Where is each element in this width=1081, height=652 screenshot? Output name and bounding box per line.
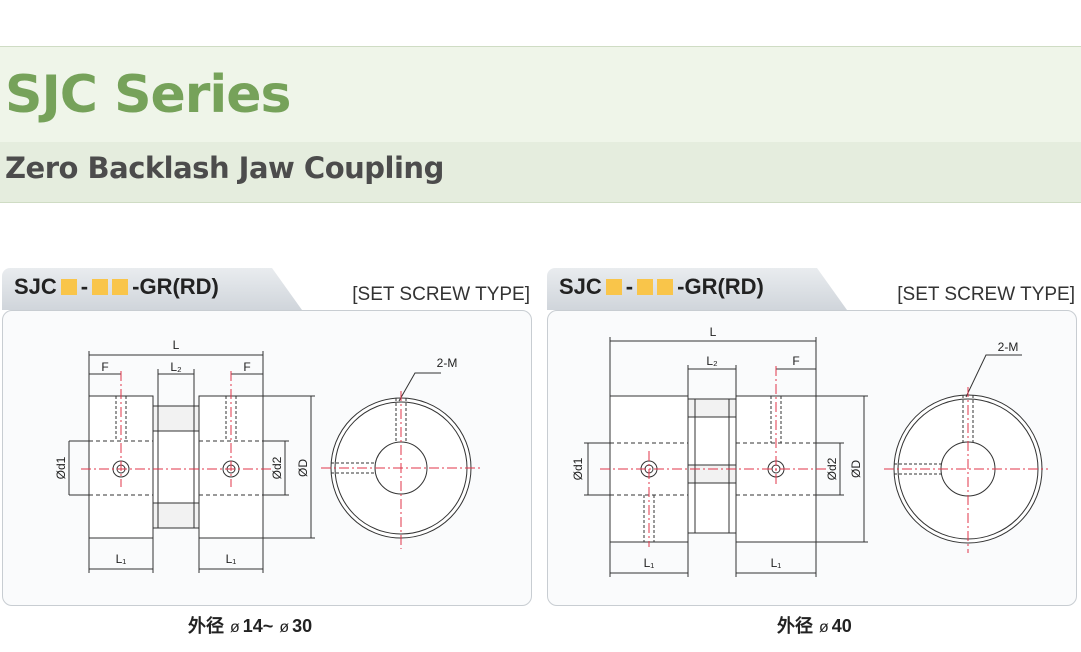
dim-d1: Ød1 bbox=[571, 457, 585, 480]
caption-prefix: 外径 bbox=[777, 616, 813, 636]
bore-placeholder-2 bbox=[657, 279, 674, 295]
dash: - bbox=[625, 274, 634, 299]
model-tab: SJC - -GR(RD) bbox=[2, 268, 302, 310]
model-suffix: -GR(RD) bbox=[677, 274, 764, 299]
caption-value: 40 bbox=[831, 616, 852, 636]
model-code: SJC - -GR(RD) bbox=[559, 274, 764, 300]
caption-value: 14~ bbox=[242, 616, 274, 636]
dim-L1-left: L₁ bbox=[644, 556, 655, 570]
bore-placeholder-1 bbox=[637, 279, 654, 295]
dim-d2: Ød2 bbox=[825, 457, 839, 480]
diameter-symbol: ø bbox=[230, 619, 240, 636]
dim-D: ØD bbox=[296, 459, 310, 477]
drawing-box: L L₂ F L₁ L₁ Ød1 Ød2 ØD 2-M bbox=[547, 310, 1077, 606]
dash: - bbox=[80, 274, 89, 299]
dim-d1: Ød1 bbox=[54, 456, 68, 479]
subtitle-banner: Zero Backlash Jaw Coupling bbox=[0, 142, 1081, 203]
model-tab: SJC - -GR(RD) bbox=[547, 268, 847, 310]
diameter-symbol: ø bbox=[819, 619, 829, 636]
coupling-drawing-14-30: L L₂ F F L₁ L₁ Ød1 Ød2 ØD 2-M bbox=[54, 338, 481, 573]
coupling-drawing-40: L L₂ F L₁ L₁ Ød1 Ød2 ØD 2-M bbox=[571, 325, 1048, 577]
size-placeholder bbox=[60, 279, 77, 295]
dim-F-right: F bbox=[243, 360, 250, 374]
dim-2M: 2-M bbox=[437, 356, 458, 370]
diameter-symbol-2: ø bbox=[279, 619, 290, 636]
dim-L: L bbox=[173, 338, 180, 352]
page-subtitle: Zero Backlash Jaw Coupling bbox=[5, 151, 444, 185]
dim-D: ØD bbox=[849, 460, 863, 478]
dim-F: F bbox=[792, 354, 799, 368]
dim-L1-left: L₁ bbox=[116, 552, 127, 566]
set-screw-type-label: [SET SCREW TYPE] bbox=[352, 284, 530, 305]
caption-prefix: 外径 bbox=[188, 616, 224, 636]
title-banner: SJC Series bbox=[0, 46, 1081, 143]
dim-L2: L₂ bbox=[170, 360, 182, 374]
model-prefix: SJC bbox=[559, 274, 602, 299]
drawing-panel-40: SJC - -GR(RD) [SET SCREW TYPE] bbox=[547, 268, 1077, 608]
drawing-panel-14-30: SJC - -GR(RD) [SET SCREW TYPE] bbox=[2, 268, 532, 608]
dim-d2: Ød2 bbox=[270, 456, 284, 479]
set-screw-type-label: [SET SCREW TYPE] bbox=[897, 284, 1075, 305]
drawing-box: L L₂ F F L₁ L₁ Ød1 Ød2 ØD 2-M bbox=[2, 310, 532, 606]
caption-value-2: 30 bbox=[292, 616, 313, 636]
dim-L2: L₂ bbox=[706, 354, 718, 368]
dim-L1-right: L₁ bbox=[226, 552, 237, 566]
dim-F-left: F bbox=[101, 360, 108, 374]
model-code: SJC - -GR(RD) bbox=[14, 274, 219, 300]
model-suffix: -GR(RD) bbox=[132, 274, 219, 299]
dim-L: L bbox=[710, 325, 717, 339]
page-title: SJC Series bbox=[5, 65, 291, 125]
bore-placeholder-1 bbox=[92, 279, 109, 295]
dim-2M: 2-M bbox=[998, 340, 1019, 354]
size-placeholder bbox=[605, 279, 622, 295]
dim-L1-right: L₁ bbox=[771, 556, 782, 570]
model-prefix: SJC bbox=[14, 274, 57, 299]
bore-placeholder-2 bbox=[112, 279, 129, 295]
